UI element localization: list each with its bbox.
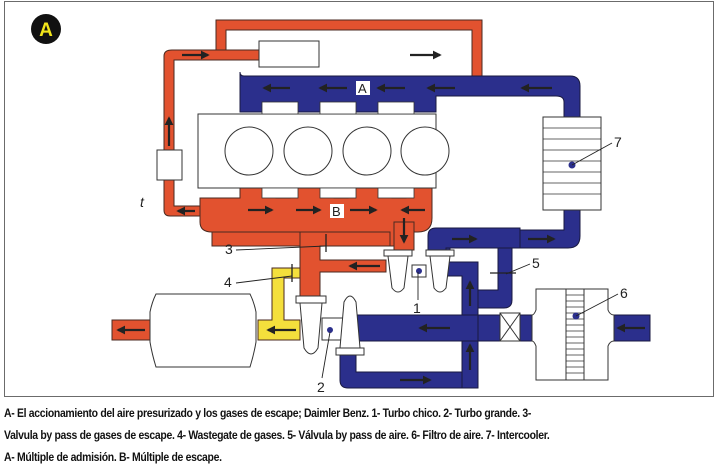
callout-6: 6 (620, 285, 628, 301)
caption-line-2: Valvula by pass de gases de escape. 4- W… (4, 429, 550, 442)
manifold-letters: A B (330, 81, 370, 219)
svg-text:A: A (39, 20, 53, 41)
figure-badge: A (31, 14, 61, 44)
turbo-small (383, 249, 455, 293)
callout-2: 2 (317, 379, 325, 395)
intercooler (542, 116, 602, 211)
manifold-ports (261, 101, 415, 199)
svg-text:B: B (332, 204, 341, 219)
callout-numbers: 3 4 1 2 5 6 7 t (140, 134, 628, 395)
callout-5: 5 (532, 255, 540, 271)
exhaust-box-left (156, 149, 183, 181)
caption-line-3: A- Múltiple de admisión. B- Múltiple de … (4, 451, 222, 464)
muffler (149, 293, 257, 368)
turbo-large (295, 295, 365, 356)
flow-arrows (116, 50, 645, 385)
svg-text:A: A (358, 81, 367, 96)
figure-caption: A- El accionamiento del aire presurizado… (4, 403, 715, 469)
callout-4: 4 (224, 274, 232, 290)
exhaust-box-top (258, 40, 320, 68)
turbo-diagram: 3 4 1 2 5 6 7 t A B (31, 14, 651, 395)
side-label-t: t (140, 194, 145, 210)
callout-7: 7 (614, 134, 622, 150)
valve-marks (291, 234, 516, 282)
engine-cylinders (224, 126, 450, 176)
air-filter (531, 288, 615, 381)
caption-line-1: A- El accionamiento del aire presurizado… (4, 407, 532, 420)
callout-1: 1 (413, 300, 421, 316)
throttle-valve (499, 312, 521, 342)
callout-3: 3 (225, 241, 233, 257)
wastegate-circuit (257, 267, 301, 341)
callout-lines (235, 142, 619, 379)
